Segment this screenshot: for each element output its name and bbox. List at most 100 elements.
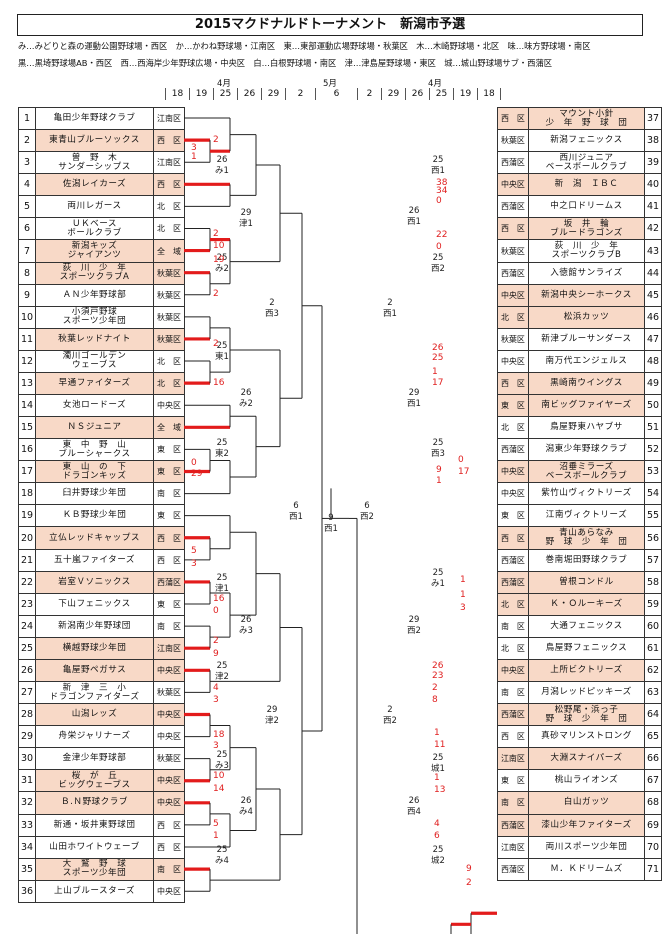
match-venue: 西1 <box>383 309 397 319</box>
score: 5 <box>191 546 197 556</box>
match-date: 25 <box>217 845 228 855</box>
score: 6 <box>434 831 440 841</box>
score: 3 <box>191 143 197 153</box>
match-venue: み1 <box>431 579 445 589</box>
team-ward: 秋葉区 <box>153 261 185 285</box>
score: 0 <box>213 606 219 616</box>
team-number: 58 <box>644 570 662 594</box>
score: 1 <box>460 575 466 585</box>
score: 1 <box>432 367 438 377</box>
team-ward: 西 区 <box>153 173 185 197</box>
score: 10 <box>213 771 225 781</box>
team-ward: 東 区 <box>153 460 185 484</box>
score: 16 <box>213 594 225 604</box>
match-venue: 東1 <box>215 351 229 362</box>
score: 5 <box>213 819 219 829</box>
score: 1 <box>191 152 197 162</box>
match-date: 29 <box>267 705 278 715</box>
match-date: 25 <box>217 661 228 671</box>
score: 9 <box>213 649 219 659</box>
match-venue: 西2 <box>360 512 374 522</box>
match-venue: み1 <box>215 166 229 176</box>
match-date: 26 <box>409 206 420 216</box>
score: 25 <box>432 353 443 363</box>
match-venue: 西1 <box>289 512 303 522</box>
match-date: 25 <box>217 573 228 583</box>
match-date: 25 <box>217 253 228 263</box>
score: 8 <box>432 695 438 705</box>
score: 11 <box>434 740 445 750</box>
score: 1 <box>434 728 440 738</box>
team-ward: 西蒲区 <box>497 570 529 594</box>
score: 18 <box>213 730 225 740</box>
date-cell: 19 <box>453 88 477 100</box>
team-ward: 中央区 <box>497 173 529 197</box>
score: 0 <box>436 196 442 206</box>
match-date: 2 <box>387 705 392 715</box>
match-venue: 西4 <box>407 807 421 817</box>
team-name: 月潟レッドピッキーズ <box>527 681 646 705</box>
team-number: 51 <box>644 416 662 440</box>
match-venue: み3 <box>239 626 253 636</box>
score: 34 <box>436 186 448 196</box>
team-name: 松野尾・浜っ子野 球 少 年 団 <box>527 703 646 727</box>
team-number: 67 <box>644 769 662 793</box>
score: 2 <box>432 683 438 693</box>
team-name: 岩室Ｖソニックス <box>35 570 154 594</box>
match-date: 2 <box>387 298 392 308</box>
team-ward: 北 区 <box>497 305 529 329</box>
team-name: 亀屋野ペガサス <box>35 658 154 683</box>
match-date: 25 <box>433 155 444 165</box>
score: 9 <box>436 465 442 475</box>
team-name: 荻 川 少 年スポーツクラブB <box>527 239 646 263</box>
team-number: 69 <box>644 813 662 837</box>
date-cell: 25 <box>429 88 453 100</box>
match-date: 6 <box>293 501 298 511</box>
match-date: 29 <box>409 388 420 398</box>
team-ward: 中央区 <box>153 791 185 815</box>
score: 4 <box>434 819 440 829</box>
score: 0 <box>191 458 197 468</box>
score: 2 <box>213 135 219 145</box>
team-name: 曽根コンドル <box>527 570 646 594</box>
final-date: 9 <box>328 513 333 523</box>
date-cell: 26 <box>237 88 261 100</box>
match-venue: 津1 <box>239 218 253 229</box>
match-venue: み4 <box>239 807 253 817</box>
match-date: 29 <box>241 208 252 218</box>
team-ward: 西 区 <box>153 129 185 153</box>
team-name: Ｋ・Ｏルーキーズ <box>527 592 646 616</box>
date-cell: 6 <box>315 88 357 100</box>
score: 26 <box>432 343 444 353</box>
match-date: 26 <box>409 796 420 806</box>
match-date: 25 <box>217 438 228 448</box>
match-venue: 城2 <box>431 856 445 866</box>
team-name: 上山ブルースターズ <box>35 879 154 903</box>
match-date: 25 <box>433 253 444 263</box>
team-name: Ｍ．Ｋドリームズ <box>527 857 646 881</box>
match-venue: 西2 <box>383 716 397 726</box>
score: 2 <box>213 289 219 299</box>
team-name: 白山ガッツ <box>527 791 646 815</box>
match-date: 25 <box>433 753 444 763</box>
